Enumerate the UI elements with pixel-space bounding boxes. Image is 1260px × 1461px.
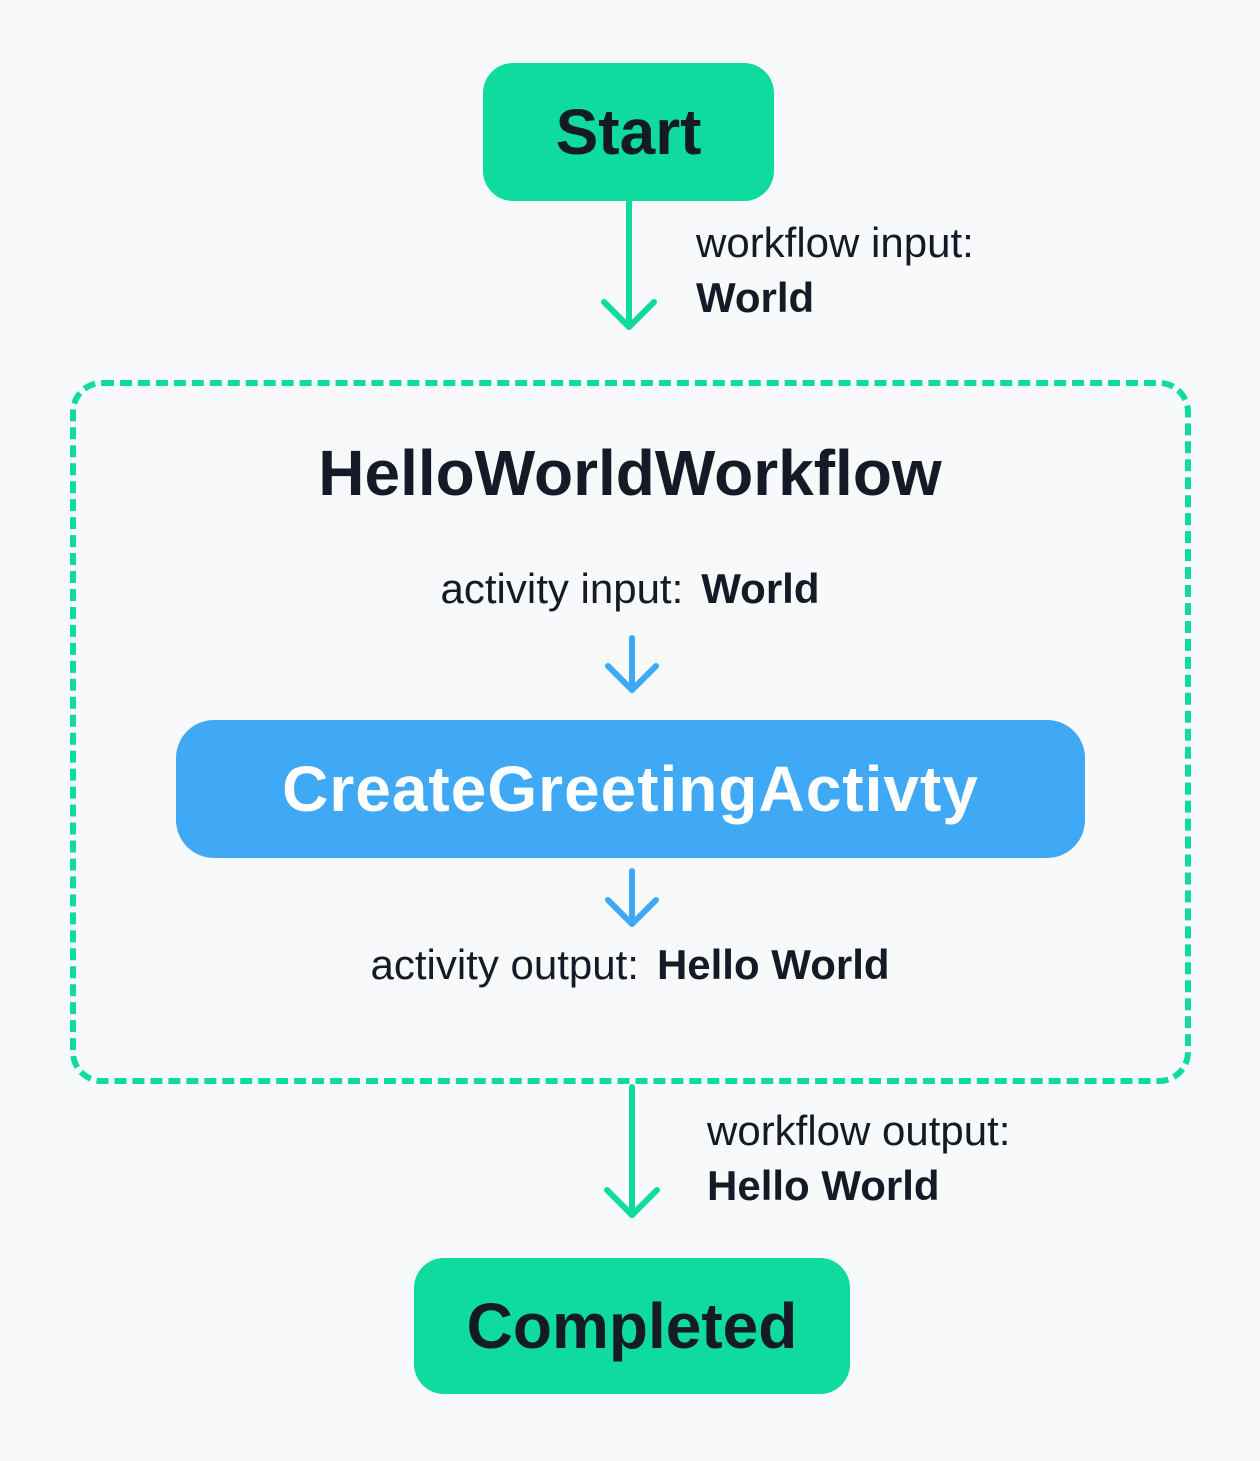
activity-output-label: activity output: Hello World [0,940,1260,990]
workflow-input-caption: workflow input: [696,219,974,266]
workflow-input-value: World [696,274,815,321]
activity-label: CreateGreetingActivty [282,753,979,825]
workflow-input-label: workflow input: World [696,215,974,325]
activity-output-arrow [605,868,659,927]
workflow-container [70,380,1191,1084]
workflow-output-label: workflow output: Hello World [707,1103,1010,1213]
activity-input-arrow [605,635,659,693]
workflow-input-arrow [601,198,657,330]
start-label: Start [555,96,702,168]
workflow-title: HelloWorldWorkflow [318,437,942,509]
start-node: Start [483,63,774,201]
activity-input-label: activity input: World [0,564,1260,614]
completed-node: Completed [414,1258,850,1394]
activity-output-caption: activity output: [370,941,639,988]
completed-label: Completed [466,1290,798,1362]
activity-input-caption: activity input: [440,565,684,612]
activity-output-value: Hello World [656,941,890,988]
activity-input-value: World [701,565,820,612]
workflow-output-value: Hello World [707,1162,940,1209]
workflow-output-caption: workflow output: [707,1107,1011,1154]
workflow-output-arrow [604,1084,660,1218]
activity-node: CreateGreetingActivty [176,720,1085,858]
